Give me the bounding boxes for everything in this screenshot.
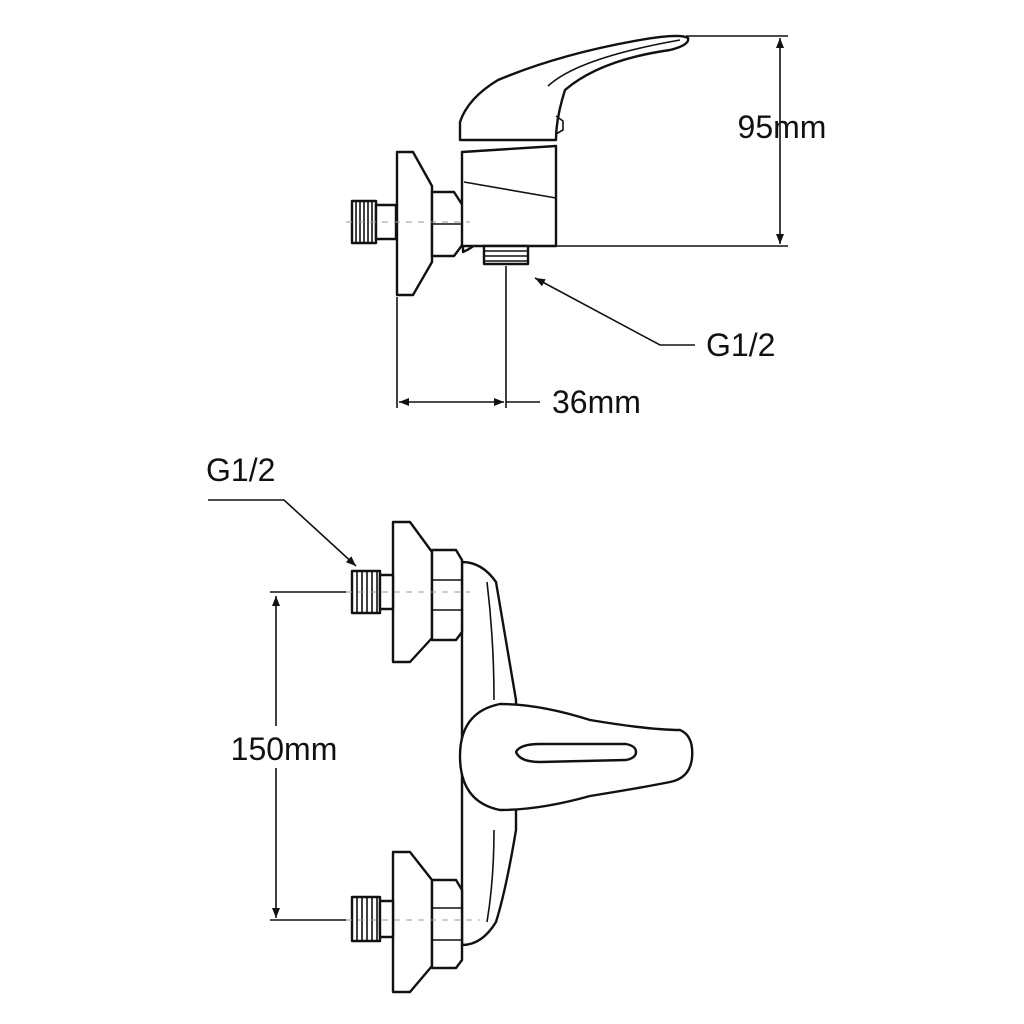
outlet-thread-label: G1/2: [706, 327, 775, 363]
front-view: G1/2 150mm: [206, 452, 694, 994]
centers-dimension-label: 150mm: [231, 731, 338, 767]
side-lever: [458, 34, 690, 142]
lower-wall-flange: [391, 850, 434, 994]
side-view: 95mm G1/2 36mm: [346, 34, 827, 420]
front-lever: [458, 702, 694, 812]
inlet-thread-leader: [208, 499, 357, 567]
side-outlet-thread: [482, 244, 530, 266]
projection-dimension-label: 36mm: [552, 384, 641, 420]
height-dimension-label: 95mm: [738, 109, 827, 145]
upper-hex-nut: [430, 548, 464, 642]
side-wall-flange: [395, 150, 434, 297]
lower-connection: [350, 850, 464, 994]
height-dimension: [556, 35, 788, 247]
upper-connection: [350, 520, 464, 664]
outlet-thread-leader: [534, 277, 695, 346]
projection-dimension: [396, 266, 540, 408]
lower-hex-nut: [430, 878, 464, 970]
lever-slot: [514, 742, 638, 764]
inlet-thread-label: G1/2: [206, 452, 275, 488]
